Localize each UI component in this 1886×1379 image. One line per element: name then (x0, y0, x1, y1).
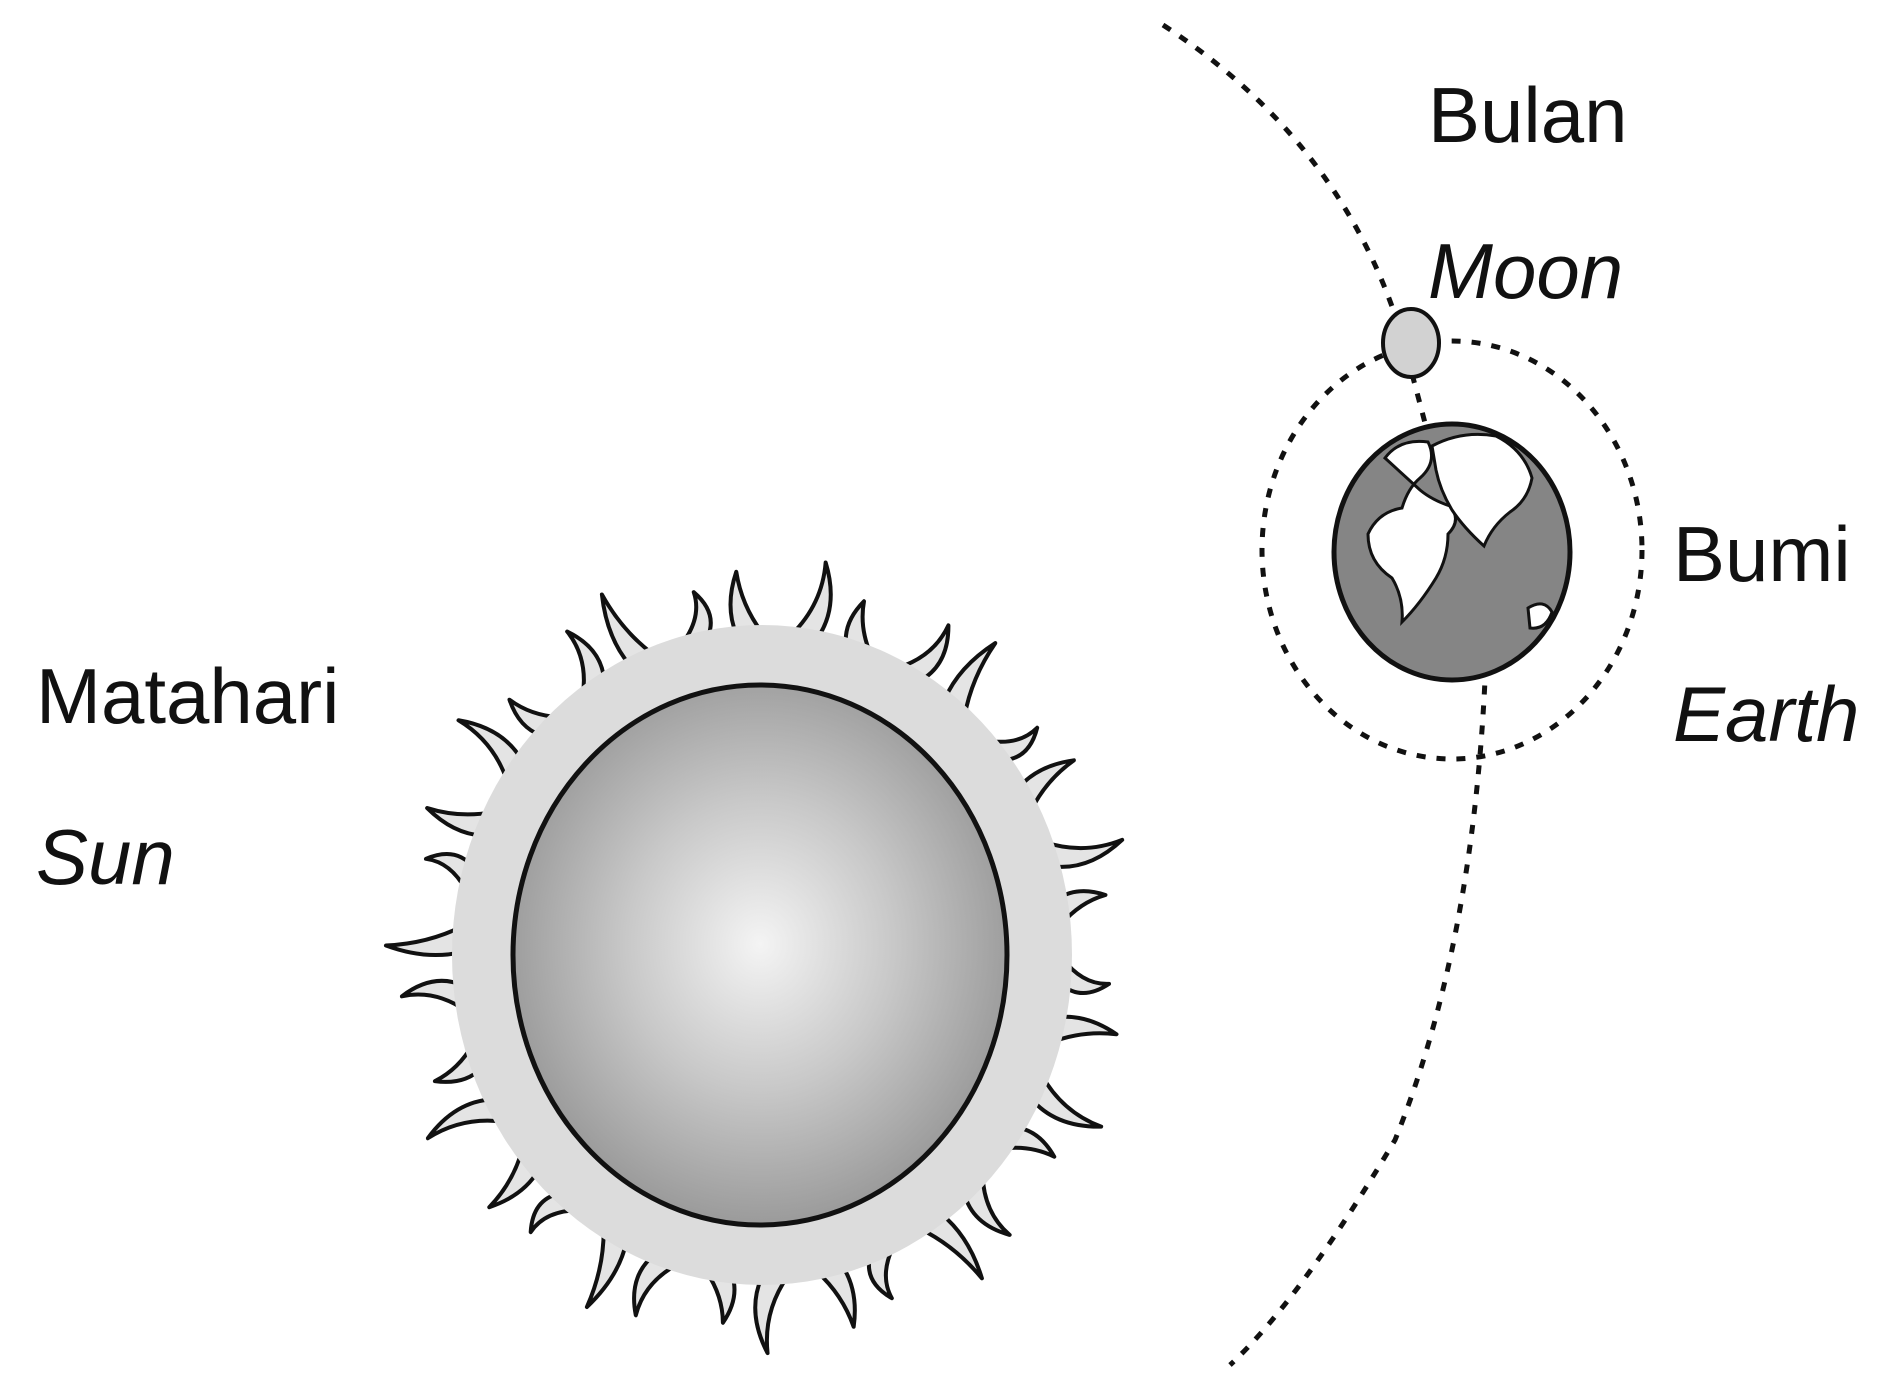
sun-flame (792, 563, 831, 639)
earth (1334, 424, 1570, 680)
moon-label-english: Moon (1428, 232, 1623, 310)
sun-core (513, 685, 1007, 1225)
earth-orbit-path (1163, 25, 1485, 1365)
earth-label-english: Earth (1673, 675, 1859, 753)
sun (386, 563, 1122, 1354)
moon (1383, 309, 1439, 377)
sun-flame (386, 926, 463, 955)
sun-label-english: Sun (36, 818, 175, 896)
moon-label-malay: Bulan (1428, 76, 1628, 154)
sun-label-malay: Matahari (36, 657, 339, 735)
sun-flame (731, 572, 763, 634)
sun-flame (755, 1276, 787, 1353)
earth-label-malay: Bumi (1673, 515, 1851, 593)
